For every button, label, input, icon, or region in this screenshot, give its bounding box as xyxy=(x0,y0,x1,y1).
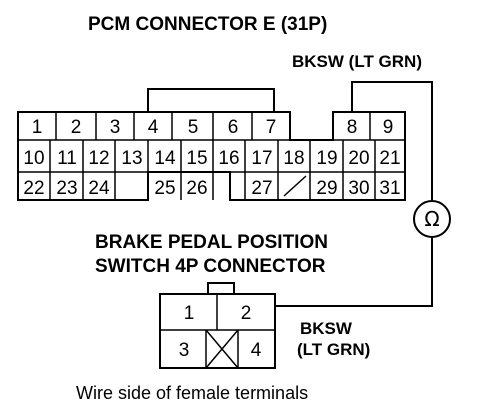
pcm-pin-11: 11 xyxy=(57,148,77,169)
pcm-pin-30: 30 xyxy=(348,178,369,199)
pcm-pin-29: 29 xyxy=(316,178,337,199)
pcm-pin-9: 9 xyxy=(383,117,394,138)
pcm-pin-4: 4 xyxy=(148,117,159,138)
pcm-pin-13: 13 xyxy=(121,148,142,169)
pcm-connector-title: PCM CONNECTOR E (31P) xyxy=(88,14,327,35)
pcm-pin-19: 19 xyxy=(316,148,337,169)
switch-connector-title-line2: SWITCH 4P CONNECTOR xyxy=(95,256,326,277)
switch-pin-3: 3 xyxy=(179,340,190,361)
switch-wire-label-line2: (LT GRN) xyxy=(297,340,370,359)
wire-pcm-to-meter xyxy=(351,81,433,200)
pcm-pin-7: 7 xyxy=(266,117,277,138)
pcm-pin-15: 15 xyxy=(186,148,207,169)
pcm-pin-16: 16 xyxy=(218,148,239,169)
switch-pin-2: 2 xyxy=(241,303,252,324)
diagram-caption: Wire side of female terminals xyxy=(76,383,308,403)
pcm-pin-5: 5 xyxy=(188,117,199,138)
pcm-pin-2: 2 xyxy=(71,117,82,138)
pcm-pin-17: 17 xyxy=(251,148,272,169)
pcm-connector: 1 2 3 4 5 6 7 8 9 10 11 12 13 14 15 16 1… xyxy=(17,88,406,201)
wire-meter-to-switch xyxy=(275,237,433,307)
pcm-pin-20: 20 xyxy=(348,148,369,169)
pcm-pin-26: 26 xyxy=(186,178,207,199)
switch-pin-1: 1 xyxy=(184,303,195,324)
switch-wire-label-line1: BKSW xyxy=(300,319,353,338)
pcm-pin-3: 3 xyxy=(110,117,121,138)
pcm-lock-tab xyxy=(147,88,275,112)
pcm-pin-14: 14 xyxy=(154,148,176,169)
pcm-pin-18: 18 xyxy=(283,148,304,169)
switch-connector: 1 2 3 4 xyxy=(159,282,276,369)
pcm-pin-25: 25 xyxy=(154,178,175,199)
pcm-pin-22: 22 xyxy=(23,178,44,199)
pcm-pin-31: 31 xyxy=(379,178,400,199)
pcm-pin-6: 6 xyxy=(228,117,239,138)
pcm-wire-label: BKSW (LT GRN) xyxy=(292,52,422,71)
ohm-icon: Ω xyxy=(424,207,439,231)
pcm-pin-8: 8 xyxy=(347,117,358,138)
pcm-pin-10: 10 xyxy=(23,148,44,169)
pcm-pin-27: 27 xyxy=(251,178,272,199)
switch-lock-tab xyxy=(207,282,235,294)
switch-pin-4: 4 xyxy=(251,340,262,361)
pcm-pin-24: 24 xyxy=(88,178,110,199)
pcm-pin-23: 23 xyxy=(56,178,77,199)
pcm-pin-12: 12 xyxy=(88,148,109,169)
pcm-blank-terminal-slash xyxy=(283,175,307,197)
switch-connector-title-line1: BRAKE PEDAL POSITION xyxy=(95,232,328,253)
pcm-pin-21: 21 xyxy=(379,148,400,169)
pcm-pin-1: 1 xyxy=(32,117,43,138)
